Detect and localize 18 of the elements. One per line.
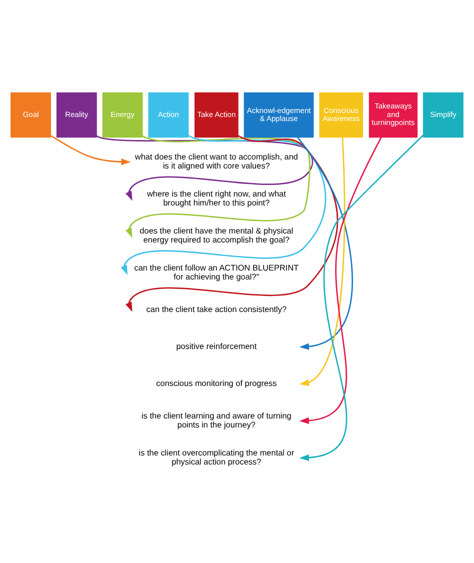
node-box: Action bbox=[148, 92, 189, 138]
arrow bbox=[297, 136, 353, 350]
node-box: Take Action bbox=[194, 92, 238, 138]
node-box: Acknowl-edgement & Applause bbox=[244, 92, 314, 138]
node-box: Reality bbox=[56, 92, 97, 138]
arrow bbox=[299, 137, 382, 424]
arrow bbox=[299, 137, 346, 386]
arrow bbox=[120, 134, 326, 275]
arrow bbox=[125, 135, 338, 312]
arrow bbox=[50, 135, 131, 166]
node-box: Goal bbox=[10, 92, 51, 138]
node-box: Simplify bbox=[423, 92, 464, 138]
arrow bbox=[299, 134, 424, 462]
node-box: Takeaways and turningpoints bbox=[368, 92, 418, 138]
node-box: Conscious Awareness bbox=[319, 92, 364, 138]
arrow bbox=[96, 135, 314, 201]
arrow bbox=[125, 135, 310, 238]
node-box: Energy bbox=[102, 92, 143, 138]
